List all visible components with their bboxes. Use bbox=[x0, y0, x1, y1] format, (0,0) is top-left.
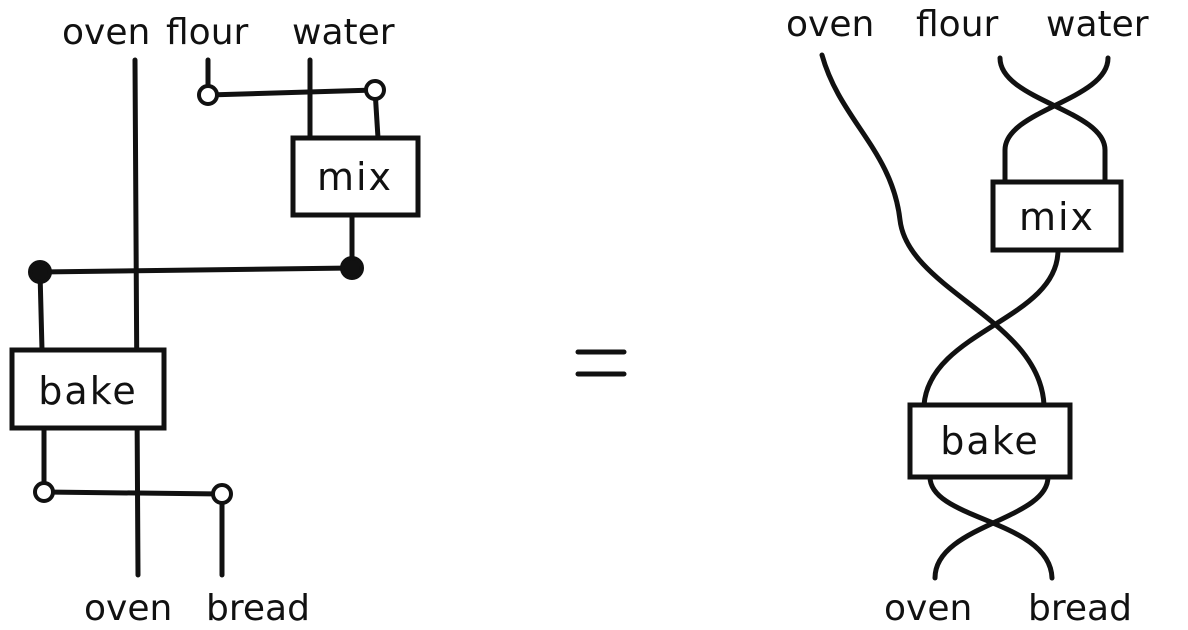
right-output-bread: bread bbox=[1028, 588, 1132, 629]
left-dough-wire bbox=[37, 269, 45, 353]
right-output-oven: oven bbox=[884, 588, 972, 629]
left-swap-bar-middle bbox=[37, 265, 355, 275]
equals-sign bbox=[575, 349, 627, 377]
left-open-dot-3 bbox=[33, 481, 55, 503]
left-oven-wire bbox=[132, 57, 141, 578]
right-bake-label: bake bbox=[940, 419, 1039, 463]
right-bake-box bbox=[907, 402, 1073, 480]
left-input-oven: oven bbox=[62, 12, 150, 53]
left-filled-dot-1 bbox=[28, 260, 52, 284]
left-mix-label: mix bbox=[317, 155, 393, 199]
right-oven-out-wire bbox=[932, 474, 1051, 581]
left-open-dot-1 bbox=[197, 84, 219, 106]
left-mix-box bbox=[290, 135, 421, 218]
left-diagram: oven flour water oven bread mix bake bbox=[9, 12, 421, 629]
right-water-wire bbox=[1002, 55, 1111, 185]
right-dough-wire bbox=[921, 247, 1061, 408]
left-open-dot-4 bbox=[211, 483, 233, 505]
right-flour-wire bbox=[997, 55, 1108, 185]
right-input-water: water bbox=[1046, 4, 1149, 45]
left-filled-dot-2 bbox=[340, 256, 364, 280]
left-output-oven: oven bbox=[84, 588, 172, 629]
left-swap-bar-top bbox=[205, 87, 378, 98]
right-oven-wire bbox=[819, 52, 1047, 408]
left-bake-label: bake bbox=[38, 369, 137, 413]
right-mix-label: mix bbox=[1019, 195, 1095, 239]
left-swap-bar-bottom bbox=[41, 489, 225, 497]
right-bread-wire bbox=[927, 474, 1055, 581]
right-diagram: oven flour water oven bread mix bake bbox=[786, 4, 1149, 629]
left-input-flour: flour bbox=[166, 12, 249, 53]
right-input-flour: flour bbox=[916, 4, 999, 45]
left-bake-box bbox=[9, 347, 167, 431]
left-open-dot-2 bbox=[364, 79, 386, 101]
left-input-water: water bbox=[292, 12, 395, 53]
left-output-bread: bread bbox=[206, 588, 310, 629]
right-input-oven: oven bbox=[786, 4, 874, 45]
